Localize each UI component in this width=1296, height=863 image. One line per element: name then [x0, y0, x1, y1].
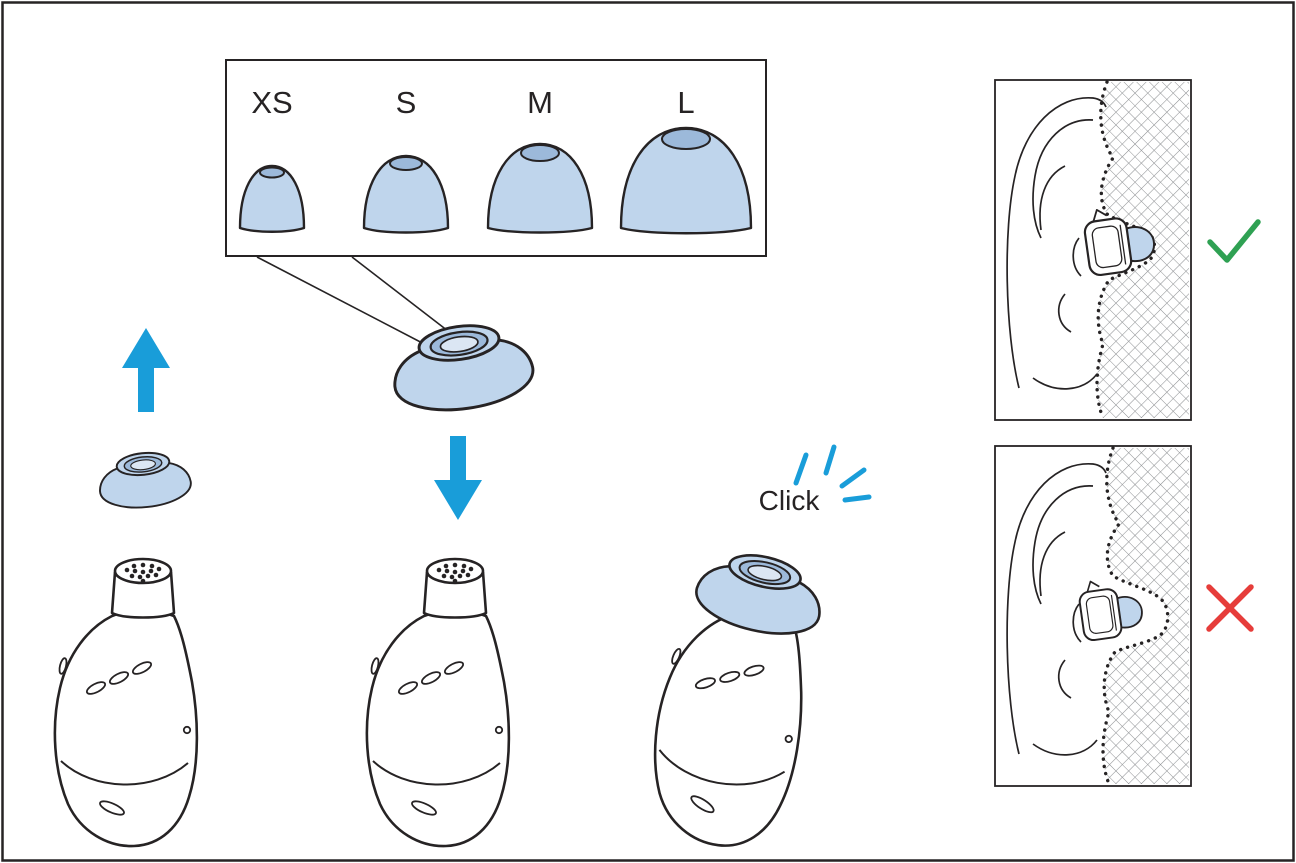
ear-canal-boundary — [1101, 446, 1170, 786]
click-label: Click — [759, 485, 821, 516]
earbud-middle — [365, 557, 511, 848]
check-icon — [1207, 219, 1261, 263]
ear-canal-boundary — [1095, 80, 1157, 420]
arrow-up-icon — [122, 328, 170, 412]
earbud-left — [53, 557, 199, 848]
size-label-m: M — [527, 85, 553, 120]
eartip-selected — [386, 315, 539, 420]
leader-line-right — [351, 256, 449, 332]
size-selection-box: XS S M L — [225, 59, 767, 257]
eartip-xs — [238, 164, 306, 233]
leader-line-left — [256, 256, 431, 348]
blocked-zone-hatch — [1097, 82, 1189, 418]
size-label-xs: XS — [251, 85, 292, 120]
fit-panel-incorrect — [994, 445, 1192, 787]
blocked-zone-hatch — [1103, 448, 1189, 784]
fit-panel-correct — [994, 79, 1192, 421]
eartip-l — [619, 126, 753, 235]
eartip-detached — [95, 447, 194, 513]
eartip-s — [362, 154, 450, 234]
click-burst-icon — [793, 444, 872, 503]
cross-icon — [1206, 584, 1254, 632]
arrow-down-icon — [434, 436, 482, 520]
eartip-m — [486, 142, 594, 234]
size-label-l: L — [677, 85, 694, 120]
size-label-s: S — [396, 85, 417, 120]
